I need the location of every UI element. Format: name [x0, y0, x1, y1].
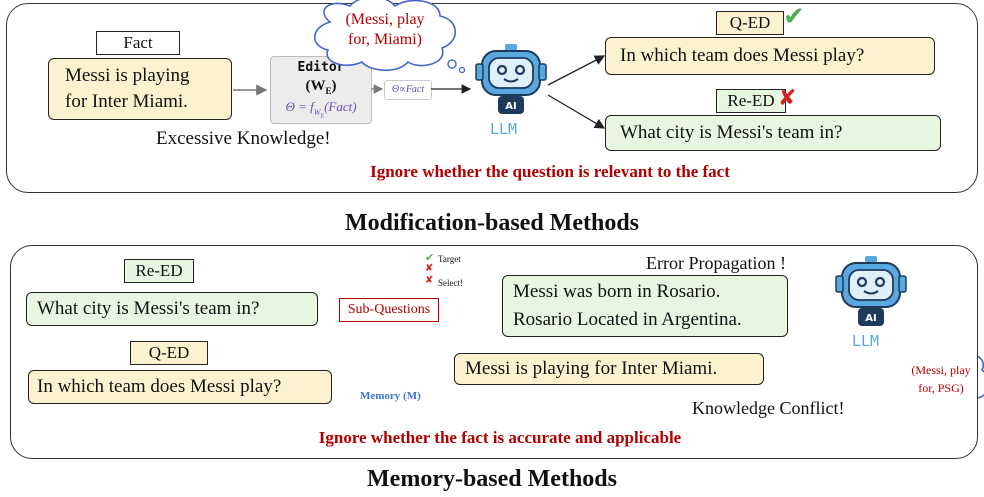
thought-text-bottom: (Messi, play for, PSG)	[898, 361, 984, 397]
editor-weights: (WE)	[271, 78, 371, 96]
thought-cloud-top	[313, 0, 457, 72]
editor-formula: Θ = fWE(Fact)	[271, 99, 371, 119]
knowledge-conflict: Knowledge Conflict!	[692, 398, 845, 418]
editor-weights-sub: E	[325, 86, 332, 96]
svg-text:AI: AI	[505, 101, 516, 112]
ignore-note-top: Ignore whether the question is relevant …	[370, 162, 730, 181]
arrow-llm-qed	[547, 55, 606, 86]
thought-top-line-2: for, Miami)	[347, 31, 422, 48]
excessive-knowledge: Excessive Knowledge!	[156, 128, 331, 149]
editor-formula-main: Θ = f	[285, 99, 314, 114]
section-title-memory: Memory-based Methods	[367, 466, 617, 492]
reed-tag-bottom: Re-ED	[124, 259, 194, 283]
tree-cross-icon-1: ✘	[425, 263, 434, 274]
fact-line-2: for Inter Miami.	[65, 91, 188, 112]
qed-question-bottom: In which team does Messi play?	[37, 376, 282, 397]
qed-question-box-bottom: In which team does Messi play?	[28, 370, 332, 404]
thought-bottom-line-2: for, PSG)	[918, 381, 964, 395]
tree-check-icon: ✔	[425, 251, 435, 264]
fact-tag-label: Fact	[123, 33, 153, 52]
thought-dot-top-1	[447, 59, 457, 69]
thought-dot-top-2	[458, 66, 466, 74]
editor-formula-arg: (Fact)	[324, 99, 357, 114]
fact-line-1: Messi is playing	[65, 65, 190, 86]
theta-box: Θ∝Fact	[384, 80, 432, 100]
editor-formula-subsub: E	[320, 113, 325, 120]
fact-box: Messi is playing for Inter Miami.	[48, 58, 232, 120]
editor-box: Editor (WE) Θ = fWE(Fact)	[270, 56, 372, 124]
editor-title: Editor	[297, 60, 345, 75]
retrieved-fact: Messi is playing for Inter Miami.	[465, 358, 718, 379]
chain-box: Messi was born in Rosario. Rosario Locat…	[502, 275, 788, 337]
chain-line-2: Rosario Located in Argentina.	[513, 309, 742, 330]
subquestions-box: Sub-Questions	[339, 298, 439, 322]
qed-tag-top: Q-ED	[716, 11, 784, 35]
arrow-llm-reed	[547, 94, 606, 129]
tree-select-label: Select!	[438, 278, 463, 288]
tree-cross-icon-2: ✘	[425, 275, 434, 286]
theta-label: Θ∝Fact	[391, 84, 425, 95]
reed-question-box-bottom: What city is Messi's team in?	[26, 292, 318, 326]
editor-weights-close: )	[331, 78, 337, 94]
qed-tag-bottom-label: Q-ED	[148, 343, 190, 362]
robot-icon: AI	[474, 42, 548, 116]
reed-question-top: What city is Messi's team in?	[620, 122, 843, 143]
subquestions-label: Sub-Questions	[347, 302, 431, 317]
error-propagation: Error Propagation !	[646, 253, 786, 273]
reed-tag-top-label: Re-ED	[727, 91, 775, 110]
svg-text:AI: AI	[865, 313, 876, 324]
qed-question-top: In which team does Messi play?	[620, 45, 865, 66]
thought-bottom-line-1: (Messi, play	[911, 363, 971, 377]
llm-label-bottom: LLM	[852, 332, 880, 350]
thought-text-top: (Messi, play for, Miami)	[318, 10, 452, 50]
check-icon: ✔	[783, 2, 805, 32]
qed-tag-bottom: Q-ED	[130, 341, 208, 365]
fact-tag: Fact	[96, 31, 180, 55]
reed-question-box-top: What city is Messi's team in?	[605, 115, 941, 151]
reed-tag-top: Re-ED	[716, 89, 786, 113]
qed-tag-top-label: Q-ED	[729, 13, 771, 32]
retrieved-fact-box: Messi is playing for Inter Miami.	[454, 353, 764, 385]
reed-tag-bottom-label: Re-ED	[135, 261, 183, 280]
robot-icon-bottom: AI	[834, 254, 908, 328]
chain-line-1: Messi was born in Rosario.	[513, 281, 721, 302]
cross-icon: ✘	[778, 86, 797, 111]
qed-question-box-top: In which team does Messi play?	[605, 37, 935, 75]
editor-weights-open: (W	[305, 78, 326, 94]
reed-question-bottom: What city is Messi's team in?	[37, 298, 260, 319]
tree-target-label: Target	[438, 254, 461, 264]
thought-top-line-1: (Messi, play	[345, 11, 425, 28]
memory-label: Memory (M)	[360, 390, 421, 402]
editor-formula-sub: W	[313, 107, 321, 117]
section-title-modification: Modification-based Methods	[345, 210, 639, 236]
llm-label-top: LLM	[490, 120, 518, 138]
ignore-note-bottom: Ignore whether the fact is accurate and …	[318, 428, 682, 447]
